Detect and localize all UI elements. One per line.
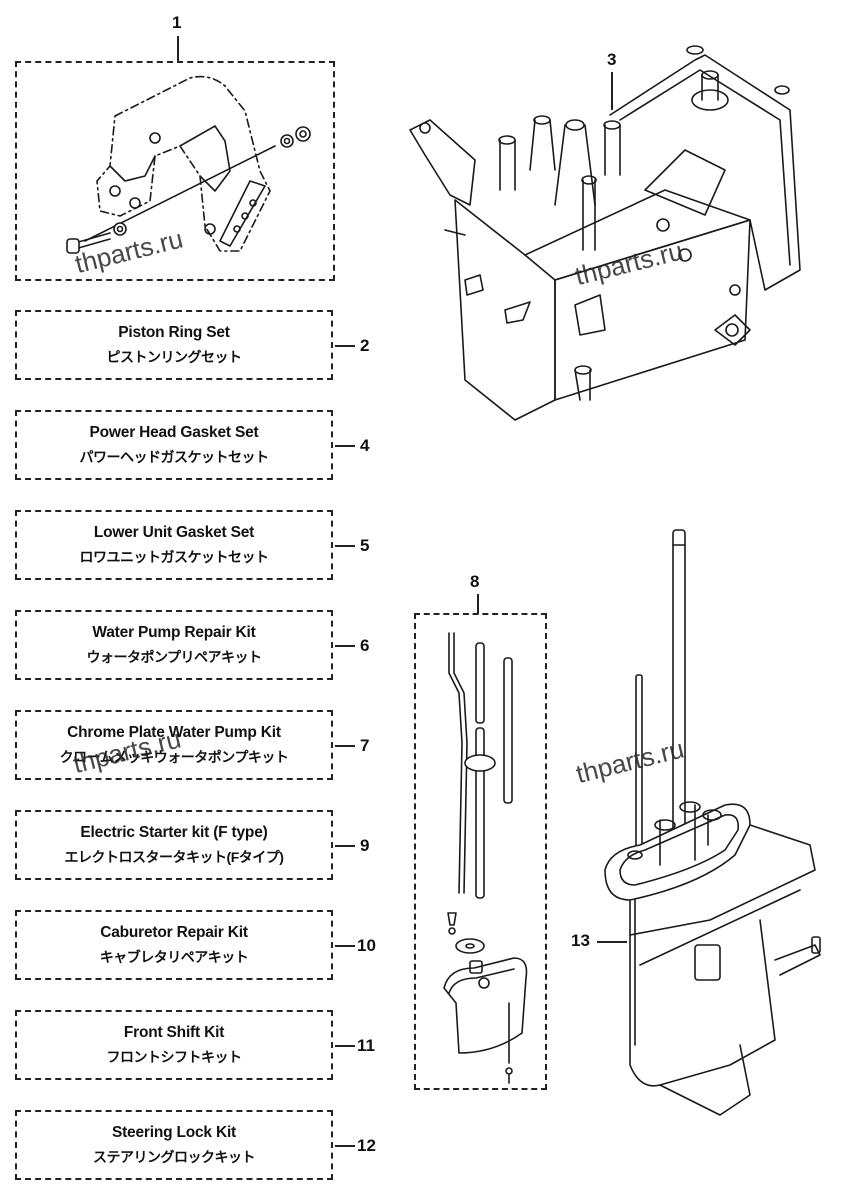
- shift-rods-illustration: [443, 632, 528, 1084]
- kit-leader: [335, 745, 355, 747]
- kit-name-en: Electric Starter kit (F type): [80, 824, 268, 841]
- kit-leader: [335, 645, 355, 647]
- kit-name-en: Piston Ring Set: [118, 324, 230, 341]
- kit-name-jp: パワーヘッドガスケットセット: [79, 449, 270, 465]
- kit-box-power-head-gasket-set[interactable]: Power Head Gasket Set パワーヘッドガスケットセット: [15, 410, 333, 480]
- kit-box-lower-unit-gasket-set[interactable]: Lower Unit Gasket Set ロワユニットガスケットセット: [15, 510, 333, 580]
- callout-3-leader: [611, 72, 613, 110]
- power-head-illustration[interactable]: [405, 40, 845, 421]
- kit-name-en: Chrome Plate Water Pump Kit: [67, 724, 281, 741]
- bracket-kit-box[interactable]: [15, 61, 335, 281]
- callout-13-number: 13: [571, 931, 590, 950]
- kit-name-jp: ステアリングロックキット: [93, 1149, 256, 1165]
- bracket-illustration: [66, 75, 311, 254]
- kit-number: 10: [357, 936, 376, 955]
- callout-8-number: 8: [470, 572, 480, 591]
- kit-leader: [335, 345, 355, 347]
- kit-leader: [335, 445, 355, 447]
- kit-leader: [335, 945, 355, 947]
- kit-leader: [335, 845, 355, 847]
- kit-number: 7: [360, 736, 370, 755]
- kit-box-water-pump-repair-kit[interactable]: Water Pump Repair Kit ウォータポンプリペアキット: [15, 610, 333, 680]
- kit-name-jp: エレクトロスタータキット(Fタイプ): [64, 849, 284, 865]
- callout-8-leader: [477, 594, 479, 614]
- kit-name-jp: キャブレタリペアキット: [99, 949, 249, 965]
- kit-number: 5: [360, 536, 370, 555]
- kit-number: 4: [360, 436, 370, 455]
- kit-number: 6: [360, 636, 370, 655]
- callout-3-number: 3: [607, 50, 617, 69]
- kit-number: 12: [357, 1136, 376, 1155]
- lower-unit-illustration[interactable]: [600, 525, 840, 1116]
- kit-leader: [335, 1145, 355, 1147]
- kit-name-jp: クロームメッキウォータポンプキット: [59, 749, 289, 765]
- kit-box-caburetor-repair-kit[interactable]: Caburetor Repair Kit キャブレタリペアキット: [15, 910, 333, 980]
- kit-number: 11: [357, 1036, 375, 1055]
- callout-1-number: 1: [172, 13, 182, 32]
- kit-name-jp: ウォータポンプリペアキット: [86, 649, 262, 665]
- kit-name-en: Steering Lock Kit: [111, 1124, 237, 1141]
- kit-name-jp: フロントシフトキット: [106, 1049, 243, 1065]
- kit-number: 9: [360, 836, 370, 855]
- kit-name-en: Lower Unit Gasket Set: [93, 524, 255, 541]
- kit-box-electric-starter-kit[interactable]: Electric Starter kit (F type) エレクトロスタータキ…: [15, 810, 333, 880]
- kit-name-jp: ピストンリングセット: [106, 349, 243, 365]
- kit-box-piston-ring-set[interactable]: Piston Ring Set ピストンリングセット: [15, 310, 333, 380]
- kit-name-en: Front Shift Kit: [123, 1024, 225, 1041]
- kit-name-en: Power Head Gasket Set: [89, 424, 259, 441]
- kit-box-steering-lock-kit[interactable]: Steering Lock Kit ステアリングロックキット: [15, 1110, 333, 1180]
- kit-name-en: Water Pump Repair Kit: [92, 624, 256, 641]
- callout-1-leader: [177, 36, 179, 61]
- shift-kit-group-box[interactable]: [414, 613, 547, 1090]
- kit-number: 2: [360, 336, 370, 355]
- kit-box-chrome-plate-water-pump-kit[interactable]: Chrome Plate Water Pump Kit クロームメッキウォータポ…: [15, 710, 333, 780]
- kit-leader: [335, 545, 355, 547]
- callout-13-leader: [597, 941, 627, 943]
- kit-leader: [335, 1045, 355, 1047]
- kit-name-jp: ロワユニットガスケットセット: [79, 549, 270, 565]
- kit-box-front-shift-kit[interactable]: Front Shift Kit フロントシフトキット: [15, 1010, 333, 1080]
- kit-name-en: Caburetor Repair Kit: [100, 924, 248, 941]
